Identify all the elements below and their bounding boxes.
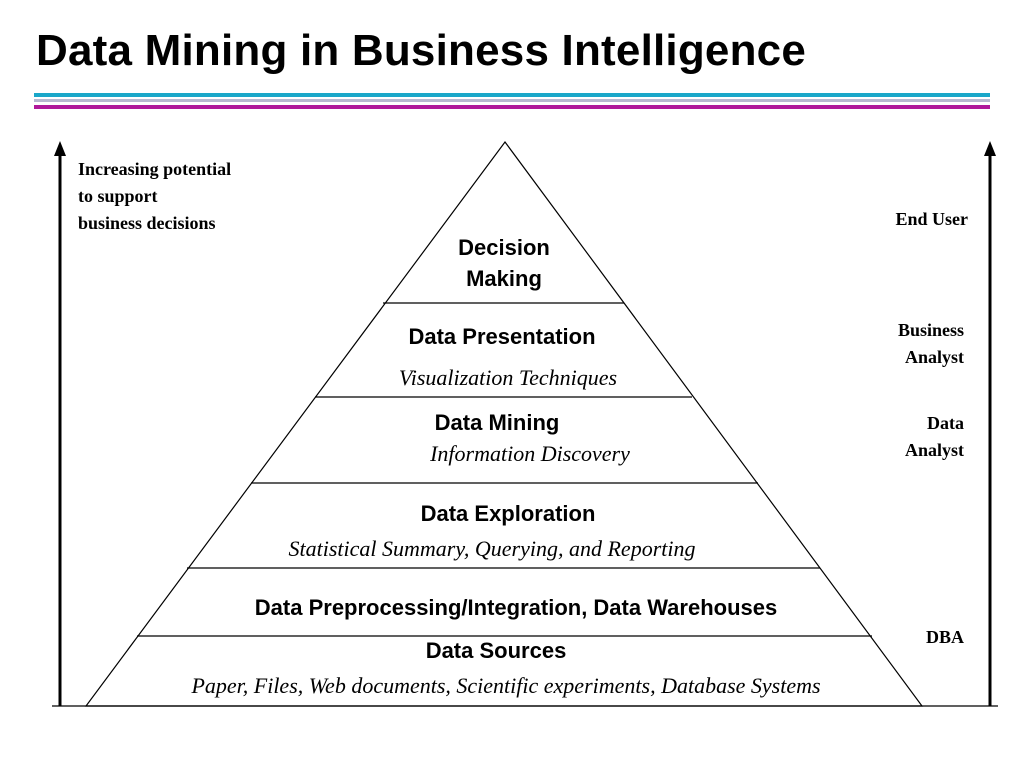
left-axis-line-3: business decisions <box>78 213 216 233</box>
level-data-sources-title: Data Sources <box>425 638 567 663</box>
level-data-exploration-subtitle: Statistical Summary, Querying, and Repor… <box>288 536 696 561</box>
left-arrow-head-icon <box>54 141 66 156</box>
level-data-presentation-subtitle: Visualization Techniques <box>398 365 618 390</box>
decision-making-line-2: Making <box>466 266 542 291</box>
left-axis-line-1: Increasing potential <box>78 159 232 179</box>
level-data-exploration-title: Data Exploration <box>420 501 596 526</box>
role-business-analyst: Business Analyst <box>836 317 964 371</box>
role-data-analyst: Data Analyst <box>836 410 964 464</box>
business-analyst-line-1: Business <box>897 320 964 340</box>
role-dba: DBA <box>925 627 964 647</box>
title-underline-magenta <box>34 105 990 109</box>
level-data-presentation-title: Data Presentation <box>408 324 596 349</box>
level-data-preprocessing-title: Data Preprocessing/Integration, Data War… <box>254 595 778 620</box>
decision-making-line-1: Decision <box>458 235 550 260</box>
left-axis-caption: Increasing potential to support business… <box>78 156 231 237</box>
slide-title: Data Mining in Business Intelligence <box>36 26 807 75</box>
data-analyst-line-1: Data <box>927 413 964 433</box>
title-underline-gray <box>34 99 990 102</box>
right-arrow-head-icon <box>984 141 996 156</box>
title-underline-teal <box>34 93 990 97</box>
data-analyst-line-2: Analyst <box>904 440 964 460</box>
level-decision-making: Decision Making <box>404 232 604 294</box>
level-data-mining-subtitle: Information Discovery <box>430 441 630 466</box>
left-axis-line-2: to support <box>78 186 158 206</box>
role-end-user: End User <box>895 209 968 229</box>
level-data-mining-title: Data Mining <box>434 410 560 435</box>
level-data-sources-subtitle: Paper, Files, Web documents, Scientific … <box>191 673 821 698</box>
business-analyst-line-2: Analyst <box>904 347 964 367</box>
